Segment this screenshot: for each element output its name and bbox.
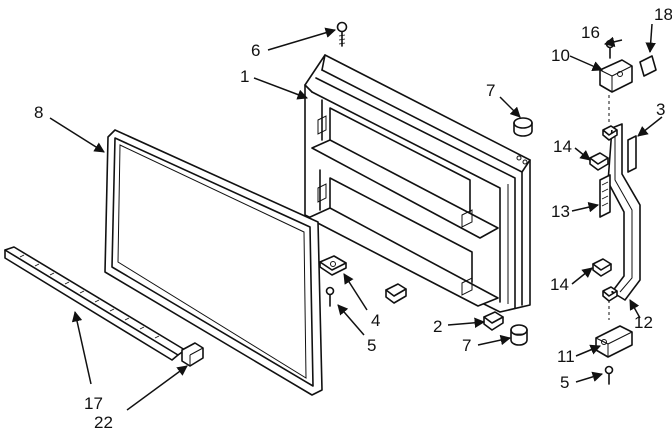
plug-upper bbox=[513, 117, 533, 137]
door-assembly bbox=[304, 54, 531, 313]
callout-4: 4 bbox=[371, 311, 380, 330]
callout-6: 6 bbox=[251, 41, 260, 60]
callout-14-lower: 14 bbox=[550, 275, 569, 294]
callout-labels: 1 2 3 4 5 5 6 7 7 8 10 11 12 13 14 14 16… bbox=[34, 5, 672, 432]
callout-2: 2 bbox=[433, 317, 442, 336]
clip-lower bbox=[592, 258, 612, 277]
callout-7-upper: 7 bbox=[486, 81, 495, 100]
callout-7-lower: 7 bbox=[462, 336, 471, 355]
clip-upper bbox=[589, 152, 609, 171]
callout-5-right: 5 bbox=[560, 373, 569, 392]
callout-14-upper: 14 bbox=[553, 137, 572, 156]
callout-8: 8 bbox=[34, 103, 43, 122]
callout-16: 16 bbox=[581, 23, 600, 42]
handle-clip bbox=[599, 174, 611, 218]
hinge-cover bbox=[639, 55, 657, 77]
callout-22: 22 bbox=[94, 413, 113, 432]
handle-insert bbox=[627, 135, 637, 173]
callout-12: 12 bbox=[634, 313, 653, 332]
door-stop-2 bbox=[483, 311, 504, 331]
screw-left bbox=[325, 286, 335, 307]
end-cap bbox=[181, 342, 204, 367]
screw-top bbox=[336, 21, 348, 47]
door-handle bbox=[607, 123, 641, 301]
callout-13: 13 bbox=[551, 202, 570, 221]
callout-1: 1 bbox=[240, 67, 249, 86]
plug-lower bbox=[510, 324, 528, 346]
callout-17: 17 bbox=[84, 394, 103, 413]
door-stop-1 bbox=[385, 283, 407, 304]
callout-10: 10 bbox=[551, 46, 570, 65]
leader-lines bbox=[49, 23, 663, 411]
callout-11: 11 bbox=[557, 347, 575, 366]
bottom-hinge bbox=[595, 325, 633, 358]
door-gasket bbox=[104, 129, 323, 396]
screw-right bbox=[604, 365, 614, 385]
callout-18: 18 bbox=[654, 5, 672, 24]
callout-5-left: 5 bbox=[367, 336, 376, 355]
bracket-left bbox=[319, 255, 347, 276]
top-hinge bbox=[599, 59, 633, 93]
callout-3: 3 bbox=[656, 100, 665, 119]
